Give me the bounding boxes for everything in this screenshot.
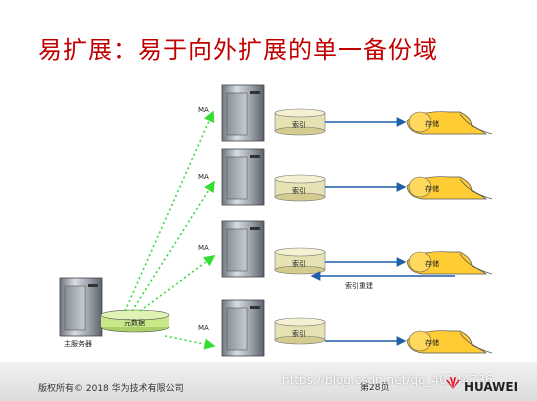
index-disk-icon xyxy=(274,174,326,202)
footer-copyright: 版权所有© 2018 华为技术有限公司 xyxy=(38,384,184,394)
ma-server-icon xyxy=(221,299,265,357)
distribution-arrows xyxy=(124,110,216,350)
index-disk-icon xyxy=(274,247,326,275)
brand-name: HUAWEI xyxy=(464,380,519,394)
main-server-label: 主服务器 xyxy=(64,339,92,348)
huawei-logo-icon xyxy=(446,376,460,389)
storage-tape-icon xyxy=(406,330,493,354)
index-disk-icon xyxy=(274,317,326,345)
ma-label: MA xyxy=(198,324,209,332)
storage-tape-icon xyxy=(406,176,493,200)
watermark: https://blog.csdn.net/qq_40144736 xyxy=(282,373,493,387)
metadata-label: 元数据 xyxy=(124,318,145,327)
index-label: 索引 xyxy=(292,329,306,338)
ma-label: MA xyxy=(198,173,209,181)
storage-arrows xyxy=(325,117,407,346)
footer-page-number: 第28页 xyxy=(360,383,390,393)
ma-server-icon xyxy=(221,84,265,142)
storage-label: 存储 xyxy=(425,259,439,268)
ma-label: MA xyxy=(198,106,209,114)
ma-server-icon xyxy=(221,148,265,206)
storage-tape-icon xyxy=(406,111,493,135)
storage-label: 存储 xyxy=(425,338,439,347)
ma-label: MA xyxy=(198,244,209,252)
metadata-disk-icon xyxy=(100,309,170,333)
storage-label: 存储 xyxy=(425,184,439,193)
storage-tape-icon xyxy=(406,251,493,275)
index-label: 索引 xyxy=(292,186,306,195)
storage-label: 存储 xyxy=(425,119,439,128)
rebuild-label: 索引重建 xyxy=(345,281,373,290)
ma-server-icon xyxy=(221,220,265,278)
index-label: 索引 xyxy=(292,259,306,268)
index-label: 索引 xyxy=(292,120,306,129)
page-title: 易扩展：易于向外扩展的单一备份域 xyxy=(38,36,438,64)
index-disk-icon xyxy=(274,108,326,136)
main-server-icon xyxy=(59,277,103,337)
